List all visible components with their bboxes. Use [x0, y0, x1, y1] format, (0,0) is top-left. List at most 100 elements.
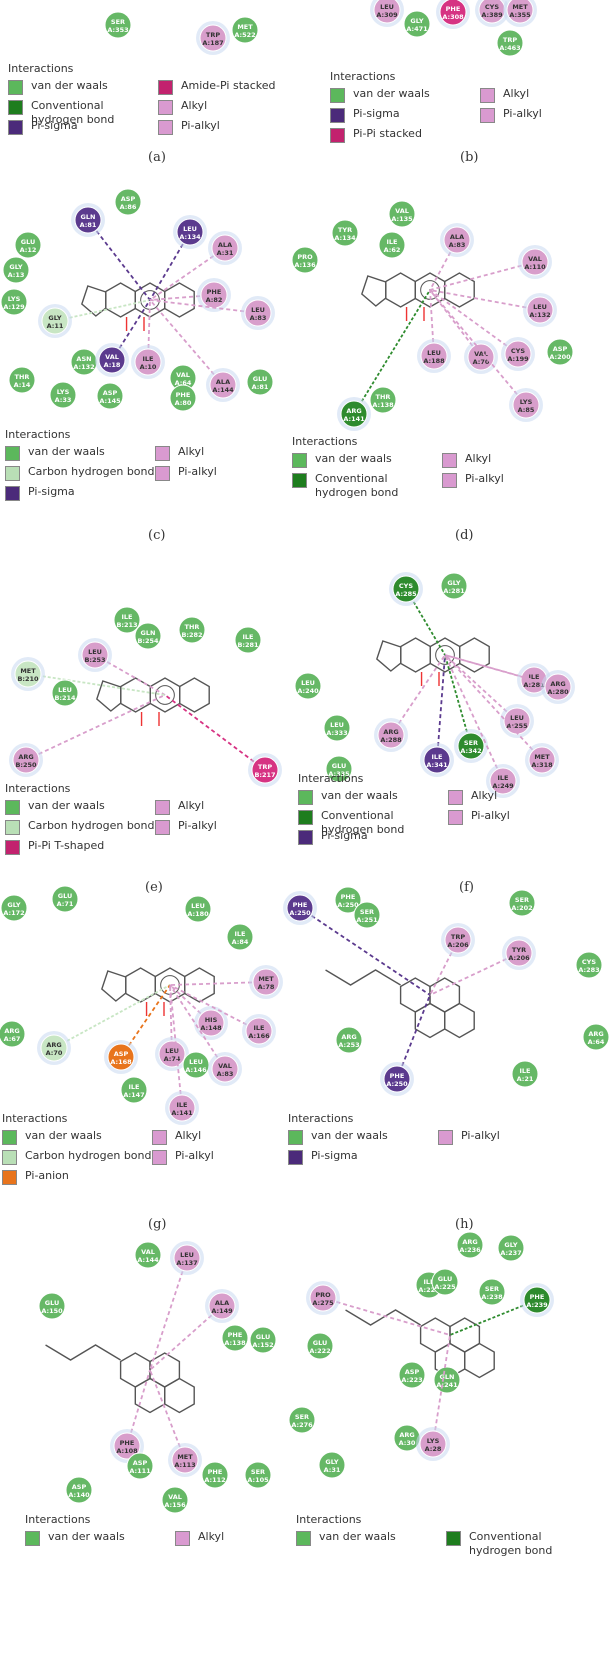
ligand-structure-e	[96, 677, 210, 726]
residue-name: LEU	[251, 306, 265, 314]
residue-name: ARG	[346, 407, 361, 415]
residue-number: A:12	[20, 246, 37, 254]
residue-number: A:202	[511, 904, 532, 912]
residue-name: THR	[185, 623, 200, 631]
legend-swatch	[288, 1150, 303, 1165]
legend-label: Conventional hydrogen bond	[469, 1530, 553, 1557]
legend-item: Pi-alkyl	[448, 809, 598, 829]
residue-name: LEU	[191, 902, 205, 910]
residue-name: LEU	[427, 349, 441, 357]
legend-title: Interactions	[25, 1513, 91, 1526]
ligand-structure-h	[325, 969, 475, 1039]
residue-number: A:237	[500, 1249, 521, 1257]
residue-name: PRO	[315, 1291, 331, 1299]
legend-label: Pi-alkyl	[471, 809, 510, 822]
residue-name: GLY	[325, 1458, 338, 1466]
residue-number: A:81	[80, 221, 97, 229]
legend-item: Pi-sigma	[330, 107, 480, 127]
interaction-line	[126, 1369, 151, 1447]
panel-caption-d: (d)	[455, 528, 474, 543]
residue-name: ARG	[4, 1027, 19, 1035]
residue-name: GLN	[81, 213, 96, 221]
residue-name: ILE	[142, 355, 153, 363]
residue-number: A:281	[443, 587, 465, 595]
legend-swatch	[292, 473, 307, 488]
residue-number: A:85	[518, 406, 535, 414]
residue-number: A:137	[176, 1259, 197, 1267]
residue-number: A:138	[372, 401, 394, 409]
legend-swatch	[480, 108, 495, 123]
residue-name: CYS	[485, 3, 499, 11]
legend-title: Interactions	[288, 1112, 354, 1125]
residue-name: GLN	[141, 629, 156, 637]
residue-number: A:129	[3, 303, 25, 311]
residue-name: LEU	[533, 303, 547, 311]
panel-caption-h: (h)	[455, 1217, 474, 1232]
interaction-line	[149, 299, 224, 386]
residue-number: A:463	[499, 44, 520, 52]
legend-swatch	[158, 120, 173, 135]
residue-number: A:30	[399, 1439, 416, 1447]
legend-item: Alkyl	[175, 1530, 325, 1550]
residue-name: ILE	[528, 673, 539, 681]
legend-label: Pi-Pi stacked	[353, 127, 422, 140]
residue-name: CYS	[399, 582, 413, 590]
legend-item: Pi-anion	[2, 1169, 152, 1189]
residue-number: A:134	[179, 233, 201, 241]
residue-name: ILE	[497, 774, 508, 782]
residue-name: VAL	[168, 1493, 182, 1501]
legend-item: van der waals	[330, 87, 480, 107]
legend-swatch	[292, 453, 307, 468]
legend-swatch	[442, 473, 457, 488]
residue-name: ASN	[76, 355, 91, 363]
legend-item: Pi-alkyl	[158, 119, 308, 139]
residue-name: SER	[464, 739, 478, 747]
residue-name: ASP	[114, 1050, 129, 1058]
legend-item: Pi-sigma	[5, 485, 155, 505]
panel-caption-g: (g)	[148, 1217, 167, 1232]
residue-number: A:276	[291, 1421, 313, 1429]
residue-number: A:308	[442, 13, 464, 21]
legend-swatch	[152, 1130, 167, 1145]
legend-label: Carbon hydrogen bond	[28, 465, 155, 478]
residue-number: A:199	[507, 355, 529, 363]
residue-number: A:71	[57, 900, 74, 908]
legend-item: Pi-alkyl	[442, 472, 592, 492]
residue-name: GLY	[48, 314, 61, 322]
residue-number: B:213	[116, 621, 137, 629]
legend-item: van der waals	[5, 445, 155, 465]
residue-name: GLN	[440, 1373, 455, 1381]
legend-swatch	[5, 466, 20, 481]
residue-name: GLU	[45, 1299, 60, 1307]
interaction-line	[27, 673, 166, 696]
legend-label: Alkyl	[198, 1530, 225, 1543]
residue-number: A:84	[232, 938, 249, 946]
residue-name: PHE	[207, 288, 222, 296]
